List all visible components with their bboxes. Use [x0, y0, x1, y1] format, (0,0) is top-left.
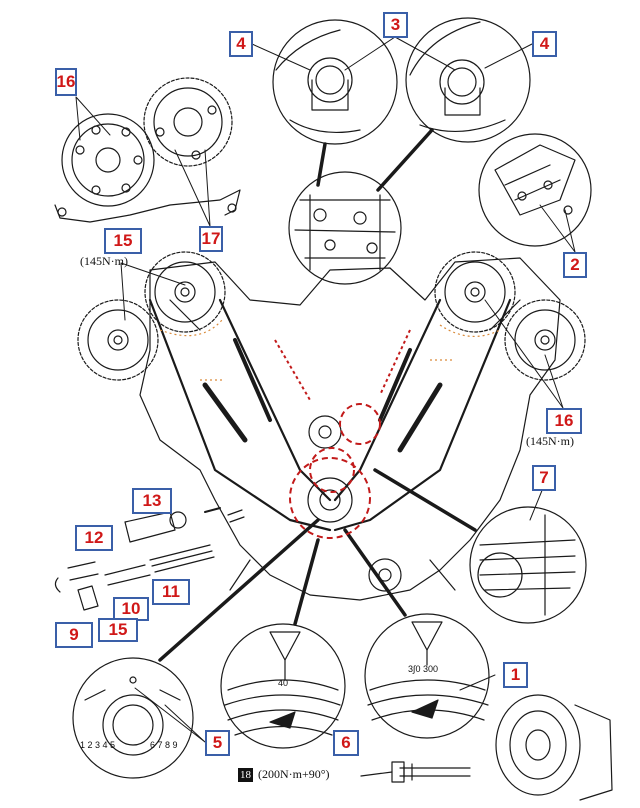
- idler-sprocket: [308, 415, 342, 449]
- crank-bolt-badge: 18: [238, 768, 253, 782]
- red-highlight-rings: [274, 329, 411, 539]
- svg-text:6 7 8 9: 6 7 8 9: [150, 740, 178, 750]
- callout-15: 15: [98, 618, 138, 642]
- leader-lines: [75, 36, 576, 743]
- callout-17: 16: [546, 408, 582, 434]
- zoom-circle-center: [288, 171, 402, 285]
- right-camshaft-torque: (145N·m): [526, 434, 574, 448]
- zoom-circle-timing-mark-right: [364, 613, 490, 739]
- zoom-circle-left-top: [272, 19, 398, 145]
- tensioner-parts: [54, 507, 245, 611]
- callout-9: 17: [199, 226, 223, 252]
- callout-14: 13: [132, 488, 172, 514]
- engine-block-outline: [139, 257, 561, 601]
- callout-7: 6: [333, 730, 359, 756]
- right-dial-mark: 3∫0 300: [408, 664, 438, 674]
- crank-pulley: [495, 694, 613, 801]
- zoom-circle-timing-mark-left: [220, 623, 346, 749]
- left-camshaft-torque: (145N·m): [80, 254, 128, 268]
- zoom-circle-right-upper: [478, 133, 592, 247]
- svg-text:1 2 3 4 5: 1 2 3 4 5: [80, 740, 115, 750]
- callout-4-right: 4: [532, 31, 557, 57]
- callout-4-left: 4: [229, 31, 253, 57]
- callout-1: 1: [503, 662, 528, 688]
- callout-5: 5: [205, 730, 230, 756]
- right-outer-gear: [504, 299, 586, 381]
- callout-6: 7: [532, 465, 556, 491]
- callout-12: 11: [152, 579, 190, 605]
- chain-guide-hints: [159, 319, 501, 381]
- callout-8: 16: [55, 68, 77, 96]
- callout-2: 2: [563, 252, 587, 278]
- zoom-circle-chain-detail: [469, 506, 587, 624]
- callout-3: 3: [383, 12, 408, 38]
- timing-chains: [148, 298, 512, 532]
- crank-bolt-torque: (200N·m+90°): [258, 767, 330, 781]
- crank-bolt: [360, 761, 471, 783]
- left-outer-gear: [77, 299, 159, 381]
- zoom-circle-right-top: [405, 17, 531, 143]
- crank-sprocket: [307, 477, 353, 523]
- left-dial-mark: 40: [278, 678, 288, 688]
- right-camshaft-gear: [434, 251, 516, 333]
- left-cam-gears-top: [54, 77, 241, 223]
- callout-13: 12: [75, 525, 113, 551]
- zoom-circle-crank-gear: 1 2 3 4 5 6 7 8 9: [72, 657, 194, 779]
- lower-tensioner: [368, 558, 402, 592]
- left-camshaft-gear: [144, 251, 226, 333]
- callout-10: 9: [55, 622, 93, 648]
- callout-16: 15: [104, 228, 142, 254]
